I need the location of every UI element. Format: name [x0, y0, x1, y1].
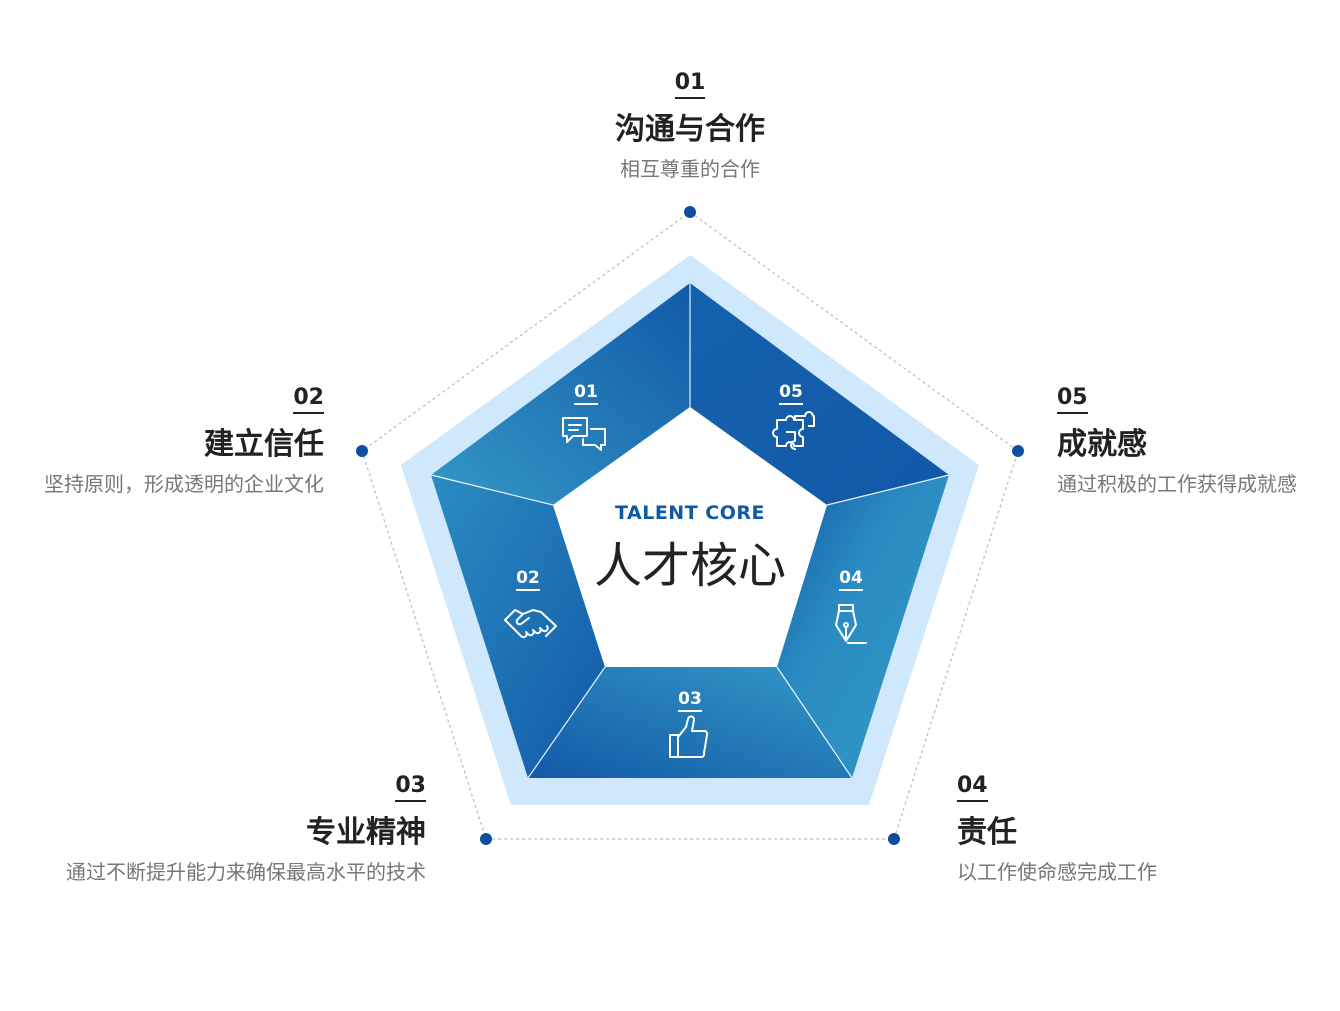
item-number: 04	[957, 775, 988, 802]
item-number: 03	[395, 775, 426, 802]
dot-03	[480, 833, 492, 845]
dot-01	[684, 206, 696, 218]
item-05: 05 成就感 通过积极的工作获得成就感	[1057, 387, 1297, 494]
item-01: 01 沟通与合作 相互尊重的合作	[490, 72, 890, 181]
segment-04	[777, 475, 949, 778]
segment-number-03: 03	[660, 689, 720, 712]
item-02: 02 建立信任 坚持原则，形成透明的企业文化	[44, 387, 324, 494]
item-number: 02	[293, 387, 324, 414]
item-number: 05	[1057, 387, 1088, 414]
dot-02	[356, 445, 368, 457]
core-label: TALENT CORE 人才核心	[540, 502, 840, 596]
item-desc: 以工作使命感完成工作	[957, 860, 1157, 884]
core-subtitle: TALENT CORE	[615, 502, 765, 524]
segment-05	[690, 283, 949, 505]
segment-number-05: 05	[761, 382, 821, 405]
dotted-outline	[361, 211, 1019, 840]
thumbs-up-icon	[669, 715, 709, 758]
chat-icon	[562, 417, 606, 451]
item-desc: 坚持原则，形成透明的企业文化	[44, 472, 324, 496]
item-desc: 相互尊重的合作	[620, 157, 760, 181]
dot-04	[888, 833, 900, 845]
item-desc: 通过不断提升能力来确保最高水平的技术	[66, 860, 426, 884]
inner-core	[553, 407, 827, 667]
item-title: 建立信任	[204, 427, 324, 462]
item-desc: 通过积极的工作获得成就感	[1057, 472, 1297, 496]
segment-dividers	[430, 283, 950, 779]
item-03: 03 专业精神 通过不断提升能力来确保最高水平的技术	[66, 775, 426, 882]
segment-number-04: 04	[821, 568, 881, 591]
item-04: 04 责任 以工作使命感完成工作	[957, 775, 1157, 882]
segment-number-01: 01	[556, 382, 616, 405]
item-title: 成就感	[1057, 427, 1147, 462]
dot-05	[1012, 445, 1024, 457]
item-number: 01	[674, 72, 706, 99]
segment-number-02: 02	[498, 568, 558, 591]
item-title: 专业精神	[306, 815, 426, 850]
puzzle-icon	[772, 411, 815, 450]
segment-02	[431, 475, 605, 778]
core-title: 人才核心	[593, 538, 786, 594]
handshake-icon	[504, 609, 557, 639]
item-title: 沟通与合作	[615, 112, 765, 147]
pen-nib-icon	[835, 604, 867, 644]
item-title: 责任	[957, 815, 1017, 850]
segment-01	[431, 283, 690, 505]
segment-03	[528, 667, 852, 778]
